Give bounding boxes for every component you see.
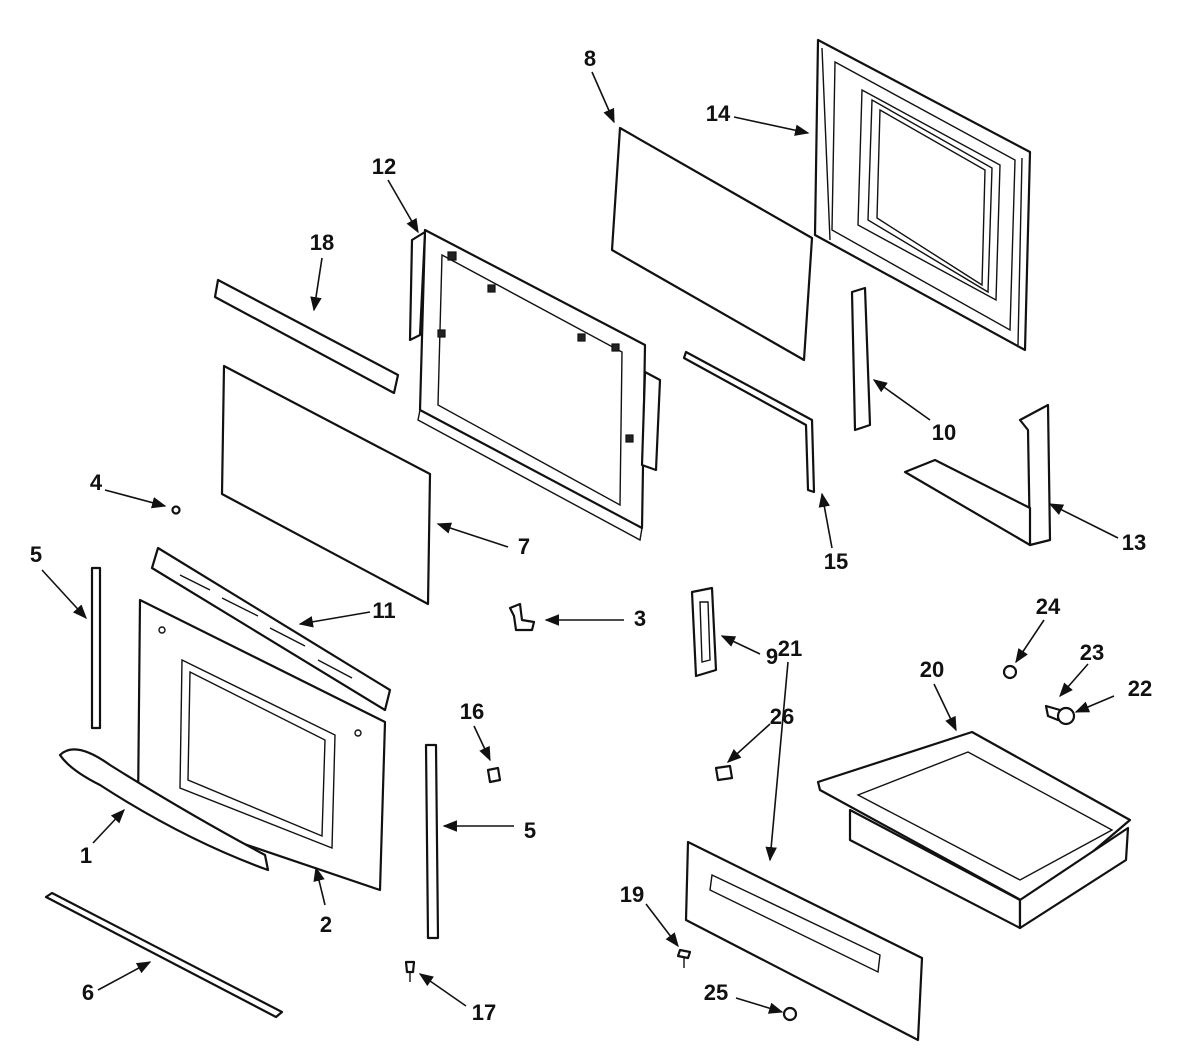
callout-13: 13 xyxy=(1122,530,1146,555)
leader-22 xyxy=(1074,695,1115,713)
callout-4: 4 xyxy=(90,470,103,495)
part-3-bracket xyxy=(508,602,536,632)
part-17-screw xyxy=(404,960,416,982)
leader-5-left xyxy=(41,569,87,620)
part-11-vent-bracket xyxy=(150,546,392,712)
callout-26: 26 xyxy=(770,704,794,729)
leader-24 xyxy=(1015,619,1045,664)
callout-21: 21 xyxy=(778,636,802,661)
callout-18: 18 xyxy=(310,230,334,255)
callout-20: 20 xyxy=(920,657,944,682)
leader-15 xyxy=(818,492,833,549)
part-16-clip xyxy=(486,766,502,784)
leader-13 xyxy=(1048,503,1119,539)
callout-22: 22 xyxy=(1128,676,1152,701)
leader-16 xyxy=(473,725,491,762)
callout-15: 15 xyxy=(824,549,848,574)
callout-3: 3 xyxy=(634,606,646,631)
part-22-drawer-glide xyxy=(1044,704,1076,726)
leader-17 xyxy=(418,973,467,1007)
callout-19: 19 xyxy=(620,882,644,907)
callout-labels: 1 2 3 4 5 5 6 7 8 9 10 11 12 13 14 15 16… xyxy=(30,46,1152,1025)
leader-25 xyxy=(735,997,784,1014)
part-6-bottom-trim xyxy=(44,891,284,1019)
callout-23: 23 xyxy=(1080,640,1104,665)
callout-6: 6 xyxy=(82,980,94,1005)
part-15-gasket-channel xyxy=(682,350,816,494)
leader-6 xyxy=(97,961,152,991)
leader-7 xyxy=(436,522,509,548)
part-20-drawer-pan xyxy=(816,730,1132,930)
leader-18 xyxy=(310,257,323,312)
callout-25: 25 xyxy=(704,980,728,1005)
part-4-screw xyxy=(171,505,181,515)
part-9-hinge xyxy=(690,586,718,678)
callout-2: 2 xyxy=(320,912,332,937)
part-24-nut xyxy=(1002,664,1018,680)
callout-8: 8 xyxy=(584,46,596,71)
callout-17: 17 xyxy=(472,1000,496,1025)
callout-7: 7 xyxy=(518,534,530,559)
part-26-block xyxy=(714,764,734,782)
callout-9: 9 xyxy=(766,644,778,669)
part-7-inner-glass-panel xyxy=(220,364,432,606)
leader-14 xyxy=(733,116,810,136)
leader-8 xyxy=(591,71,615,124)
callout-11: 11 xyxy=(372,598,395,623)
leader-21 xyxy=(765,661,789,862)
leader-9 xyxy=(720,635,761,655)
leader-10 xyxy=(872,379,931,421)
leader-2 xyxy=(313,866,326,906)
part-1-door-handle xyxy=(58,748,270,872)
callout-10: 10 xyxy=(932,420,956,445)
callout-16: 16 xyxy=(460,699,484,724)
leader-1 xyxy=(92,808,125,844)
callout-1: 1 xyxy=(80,843,92,868)
part-5-right-side-trim xyxy=(424,743,440,940)
leader-20 xyxy=(933,683,957,732)
part-10-side-gasket-strip xyxy=(850,286,872,432)
callout-5-right: 5 xyxy=(524,818,536,843)
leader-12 xyxy=(387,179,419,234)
part-25-nut xyxy=(782,1006,798,1022)
leader-23 xyxy=(1059,663,1089,698)
part-2-outer-door-panel xyxy=(136,598,387,892)
part-21-drawer-front xyxy=(684,840,924,1042)
part-5-left-side-trim xyxy=(90,566,102,730)
leader-19 xyxy=(645,903,679,948)
part-13-corner-trim xyxy=(903,403,1052,547)
callout-24: 24 xyxy=(1036,594,1061,619)
part-8-door-glass-panel xyxy=(610,126,814,362)
part-18-top-trim-strip xyxy=(213,278,400,395)
leader-11 xyxy=(298,611,371,628)
leader-4 xyxy=(104,489,167,509)
part-14-door-outer-frame xyxy=(813,38,1032,352)
leader-26 xyxy=(726,723,771,763)
callout-5-left: 5 xyxy=(30,542,42,567)
callout-14: 14 xyxy=(706,101,731,126)
part-12-inner-door-liner xyxy=(408,228,662,542)
part-19-screw xyxy=(676,948,692,968)
leader-lines xyxy=(41,71,1119,1014)
callout-12: 12 xyxy=(372,154,396,179)
